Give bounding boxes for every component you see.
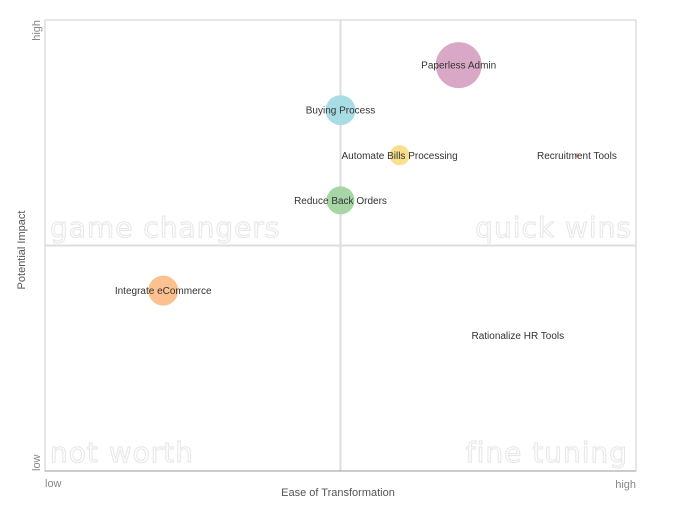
bubble-label: Reduce Back Orders [294, 196, 387, 207]
data-point[interactable]: Rationalize HR Tools [471, 331, 564, 342]
bubble[interactable] [435, 42, 482, 89]
bubble[interactable] [325, 95, 356, 126]
x-tick-high: high [615, 479, 636, 491]
bubble[interactable] [389, 145, 410, 166]
quadrant-label-top-left: game changers [50, 211, 280, 244]
quadrant-label-bottom-left: not worth [50, 436, 194, 469]
bubble[interactable] [574, 153, 579, 158]
bubble-label: Automate Bills Processing [342, 151, 458, 162]
y-axis-label: Potential Impact [16, 211, 28, 290]
data-point[interactable]: Integrate eCommerce [115, 275, 212, 306]
y-tick-low: low [31, 454, 43, 471]
bubble-label: Buying Process [306, 106, 375, 117]
data-point[interactable]: Reduce Back Orders [294, 186, 387, 215]
data-point[interactable]: Paperless Admin [421, 42, 496, 89]
data-point[interactable]: Buying Process [306, 95, 375, 126]
data-point[interactable]: Recruitment Tools [537, 151, 617, 162]
bubble-label: Integrate eCommerce [115, 286, 212, 297]
bubble[interactable] [148, 275, 179, 306]
x-tick-low: low [45, 478, 62, 490]
x-axis-label: Ease of Transformation [281, 487, 395, 499]
bubble-label: Paperless Admin [421, 61, 496, 72]
data-point[interactable]: Automate Bills Processing [342, 145, 458, 166]
bubble[interactable] [326, 186, 355, 215]
bubble-label: Recruitment Tools [537, 151, 617, 162]
quadrant-label-bottom-right: fine tuning [466, 436, 628, 469]
quadrant-label-top-right: quick wins [475, 211, 632, 244]
bubble-label: Rationalize HR Tools [471, 331, 564, 342]
y-tick-high: high [31, 20, 43, 41]
